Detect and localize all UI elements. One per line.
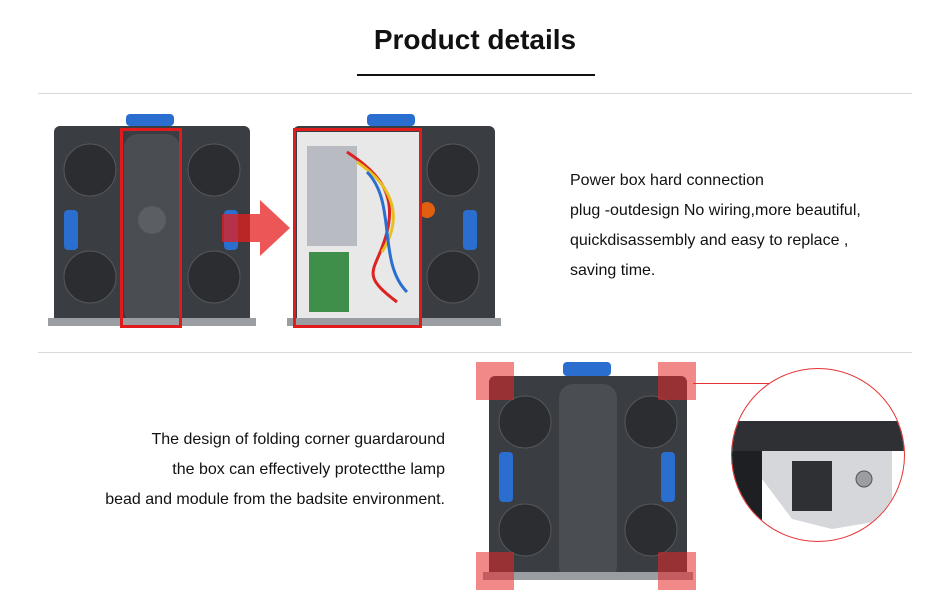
corner-guard-top-right (658, 362, 696, 400)
divider-top (38, 93, 912, 94)
corner-guard-top-left (476, 362, 514, 400)
description-line: bead and module from the badsite environ… (105, 491, 445, 508)
power-box-highlight (120, 128, 182, 328)
power-box-description: Power box hard connection plug -outdesig… (570, 166, 861, 286)
corner-guard-bottom-right (658, 552, 696, 590)
corner-guard-description: The design of folding corner guardaround… (40, 425, 445, 515)
open-box-highlight (293, 128, 422, 328)
description-line: Power box hard connection (570, 172, 764, 189)
callout-line (693, 383, 818, 384)
corner-detail-image (732, 421, 904, 531)
corner-guard-bottom-left (476, 552, 514, 590)
cabinet-closed-image (48, 114, 256, 326)
cabinet-corner-guard-image (483, 362, 693, 580)
description-line: saving time. (570, 262, 656, 279)
corner-detail-zoom (731, 368, 905, 542)
description-line: plug -outdesign No wiring,more beautiful… (570, 202, 861, 219)
divider-middle (38, 352, 912, 353)
description-line: The design of folding corner guardaround (151, 431, 445, 448)
description-line: the box can effectively protectthe lamp (172, 461, 445, 478)
page-title: Product details (373, 24, 577, 55)
cabinet-open-image (287, 114, 501, 326)
title-underline (357, 74, 595, 76)
description-line: quickdisassembly and easy to replace , (570, 232, 849, 249)
arrow-right-icon (222, 200, 290, 256)
